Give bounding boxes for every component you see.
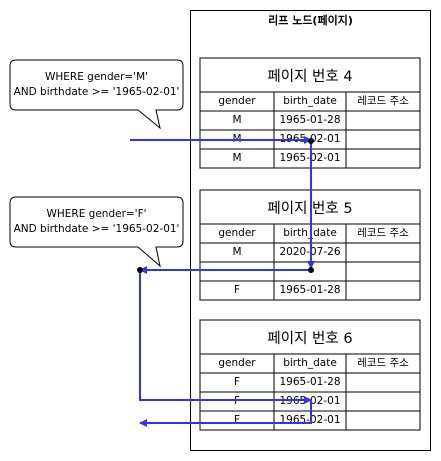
page-6-row-1-birth-date: 1965-01-28 [279,376,341,388]
page-4-title: 페이지 번호 4 [267,69,353,85]
leaf-node-title: 리프 노드(페이지) [268,14,353,27]
callout-1-line-2: AND birthdate >= '1965-02-01' [13,86,180,98]
page-6-row-3-gender: F [233,414,241,426]
page-4-row-3-gender: M [232,152,242,164]
page-5-header-record-address: 레코드 주소 [357,227,409,239]
page-6-header-gender: gender [218,357,256,369]
callout-1-line-1: WHERE gender='M' [44,71,149,83]
page-4-header-birth-date: birth_date [283,95,337,107]
callout-1: WHERE gender='M' AND birthdate >= '1965-… [10,70,183,100]
page-5-row-3-gender: F [233,284,241,296]
page-6-header-record-address: 레코드 주소 [357,357,409,369]
page-5-row-3-birth-date: 1965-01-28 [279,284,341,296]
callout-shape-2 [9,196,184,268]
scan-arrow-f-down [139,270,312,404]
page-6-header-birth-date: birth_date [283,357,337,369]
scan-start-dot-3 [137,267,143,273]
page-6-row-1-gender: F [233,376,241,388]
page-4-row-1-birth-date: 1965-01-28 [279,114,341,126]
scan-arrow-f-return [139,400,312,427]
page-5-header-birth-date: birth_date [283,227,337,239]
page-6-title: 페이지 번호 6 [267,331,353,347]
scan-start-dot-2 [308,267,314,273]
page-4-header-record-address: 레코드 주소 [357,95,409,107]
scan-start-dot-1 [308,138,314,144]
page-4-row-1-gender: M [232,114,242,126]
callout-2-line-1: WHERE gender='F' [46,208,147,220]
callout-shape-1 [9,59,184,130]
page-5-header-gender: gender [218,227,256,239]
page-4-header-gender: gender [218,95,256,107]
page-5-row-1-gender: M [232,246,242,258]
callout-2-line-2: AND birthdate >= '1965-02-01' [13,223,180,235]
callout-2: WHERE gender='F' AND birthdate >= '1965-… [10,207,183,237]
